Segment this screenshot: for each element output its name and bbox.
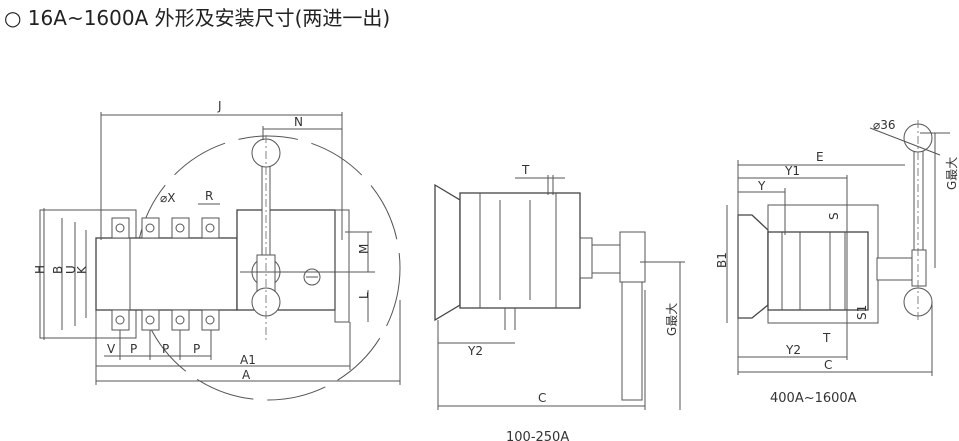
caption-100-250A: 100-250A: [506, 430, 569, 441]
dim-G-max-large: G最大: [945, 157, 959, 190]
dim-B1: B1: [715, 252, 729, 268]
dim-V: V: [107, 342, 116, 356]
dim-A1: A1: [240, 353, 256, 367]
dim-P1: P: [130, 342, 137, 356]
dim-T-large: T: [822, 331, 831, 345]
dim-Y2-large: Y2: [785, 343, 801, 357]
switch-body: [95, 237, 238, 311]
dim-diameter-36: ⌀36: [873, 118, 896, 132]
page-title: ○ 16A~1600A 外形及安装尺寸(两进一出): [4, 6, 391, 30]
operating-mechanism-box: [236, 209, 336, 311]
dim-A: A: [242, 368, 251, 382]
dim-P3: P: [193, 342, 200, 356]
dim-C-large: C: [824, 358, 832, 372]
dim-N: N: [294, 115, 303, 129]
dim-Y2: Y2: [467, 344, 483, 358]
dim-Y1: Y1: [784, 164, 800, 178]
dim-T: T: [521, 163, 530, 177]
dim-E: E: [816, 150, 824, 164]
side-body: [459, 192, 581, 309]
terminals-top: [111, 217, 220, 239]
lock-icon: [303, 268, 321, 286]
side-view-small: T Y2 C G最大 100-250A: [434, 163, 685, 441]
dim-S1: S1: [855, 305, 869, 320]
side-view-large: ⌀36 E Y1 Y B1 S S1 T Y2 C G最大 400A~1600A: [715, 118, 959, 406]
dim-L: L: [357, 292, 371, 299]
dim-S: S: [827, 212, 841, 220]
dim-G-max: G最大: [665, 303, 679, 336]
front-view: J N ⌀X R H B U K M L V P P P A1 A: [33, 99, 401, 401]
dim-R: R: [205, 189, 213, 203]
terminals-bottom: [111, 309, 220, 331]
dim-M: M: [357, 244, 371, 254]
dim-H: H: [33, 265, 47, 274]
dim-X: ⌀X: [160, 191, 175, 205]
caption-400-1600A: 400A~1600A: [770, 391, 857, 406]
dim-B: B: [51, 266, 65, 274]
dim-P2: P: [162, 342, 169, 356]
dim-K: K: [75, 265, 89, 274]
dim-J: J: [217, 99, 222, 113]
dim-U: U: [64, 265, 78, 274]
handle: [240, 135, 375, 340]
dim-C: C: [538, 391, 546, 405]
dim-Y: Y: [757, 179, 766, 193]
